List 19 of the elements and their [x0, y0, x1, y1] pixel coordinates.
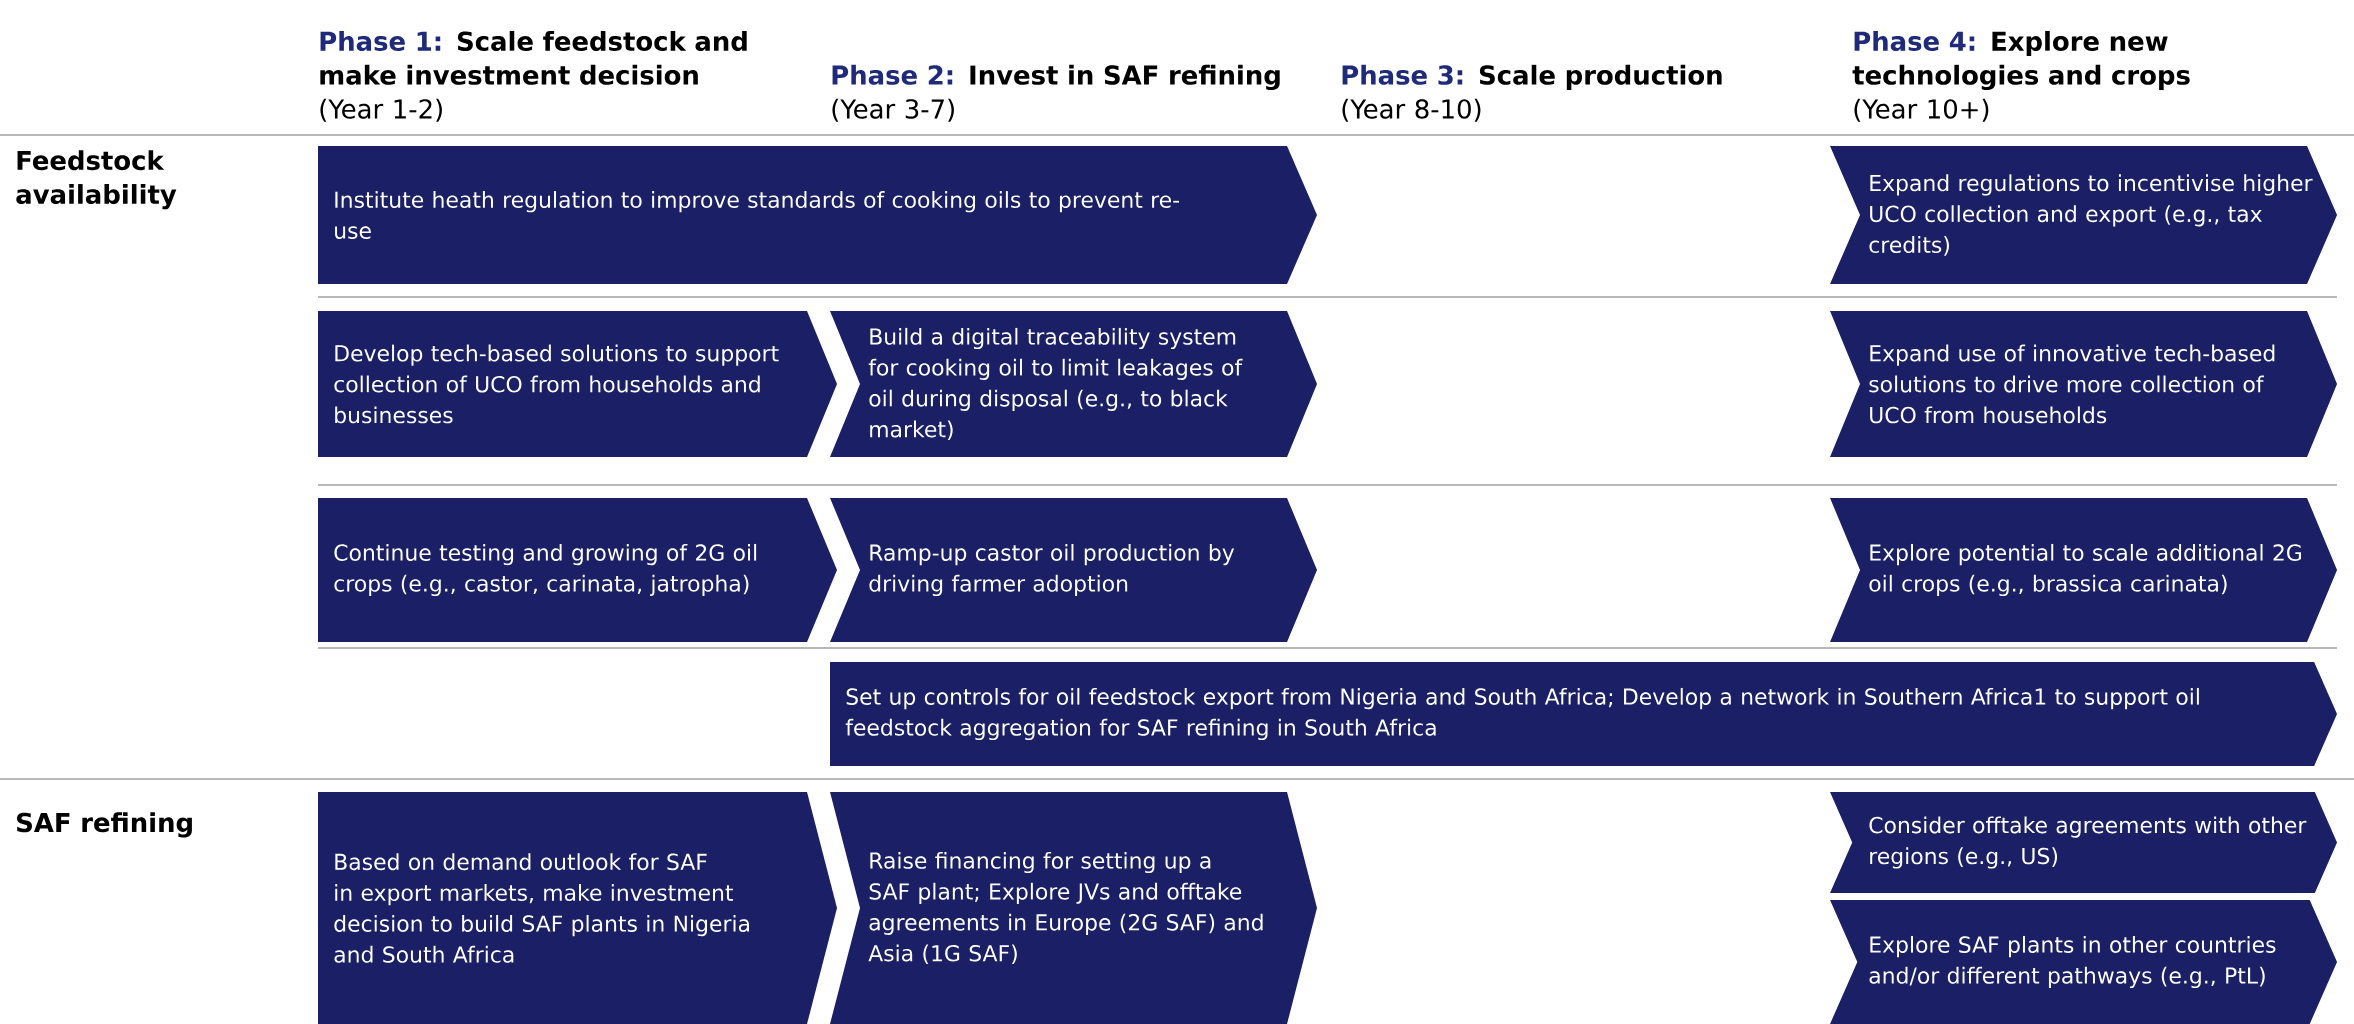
chevron-box: Expand use of innovative tech-based solutions to drive more collection of UCO from households — [1830, 311, 2338, 457]
row-heading: SAF refining — [17, 812, 192, 838]
chevron-box: Build a digital traceability system for cooking oil to limit leakages of oil during disposal (e.g., to black market) — [830, 311, 1317, 457]
chevron-box: Institute heath regulation to improve standards of cooking oils to prevent re-use — [318, 146, 1317, 284]
chevron-box: Based on demand outlook for SAF in export markets, make investment decision to build SAF plants in Nigeria and South Africa — [318, 792, 837, 1024]
phase-heading: Phase 4: Explore new technologies and crops (Year 10+) — [1852, 30, 2190, 122]
phase-heading: Phase 3: Scale production (Year 8-10) — [1342, 64, 1722, 122]
phase-heading: Phase 1: Scale feedstock and make investment decision (Year 1-2) — [320, 30, 747, 122]
chevron-box: Expand regulations to incentivise higher UCO collection and export (e.g., tax credits) — [1830, 146, 2338, 284]
chevron-box: Develop tech-based solutions to support collection of UCO from households and businesses — [318, 311, 837, 457]
chevron-box: Consider offtake agreements with other regions (e.g., US) — [1830, 792, 2338, 893]
chevron-box: Set up controls for oil feedstock export from Nigeria and South Africa; Develop a network in Southern Africa1 to support oil feedstock aggregation for SAF refining in South Africa — [830, 662, 2338, 766]
chevron-box: Ramp-up castor oil production by driving farmer adoption — [830, 498, 1317, 642]
chevron-box: Raise financing for setting up a SAF plant; Explore JVs and offtake agreements in Europe (2G SAF) and Asia (1G SAF) — [830, 792, 1317, 1024]
chevron-box: Explore potential to scale additional 2G oil crops (e.g., brassica carinata) — [1830, 498, 2338, 642]
chevron-box: Continue testing and growing of 2G oil crops (e.g., castor, carinata, jatropha) — [318, 498, 837, 642]
chevron-box: Explore SAF plants in other countries and/or different pathways (e.g., PtL) — [1830, 900, 2338, 1024]
row-heading: Feedstock availability — [16, 150, 177, 210]
phase-heading: Phase 2: Invest in SAF refining (Year 3-7) — [832, 64, 1280, 122]
